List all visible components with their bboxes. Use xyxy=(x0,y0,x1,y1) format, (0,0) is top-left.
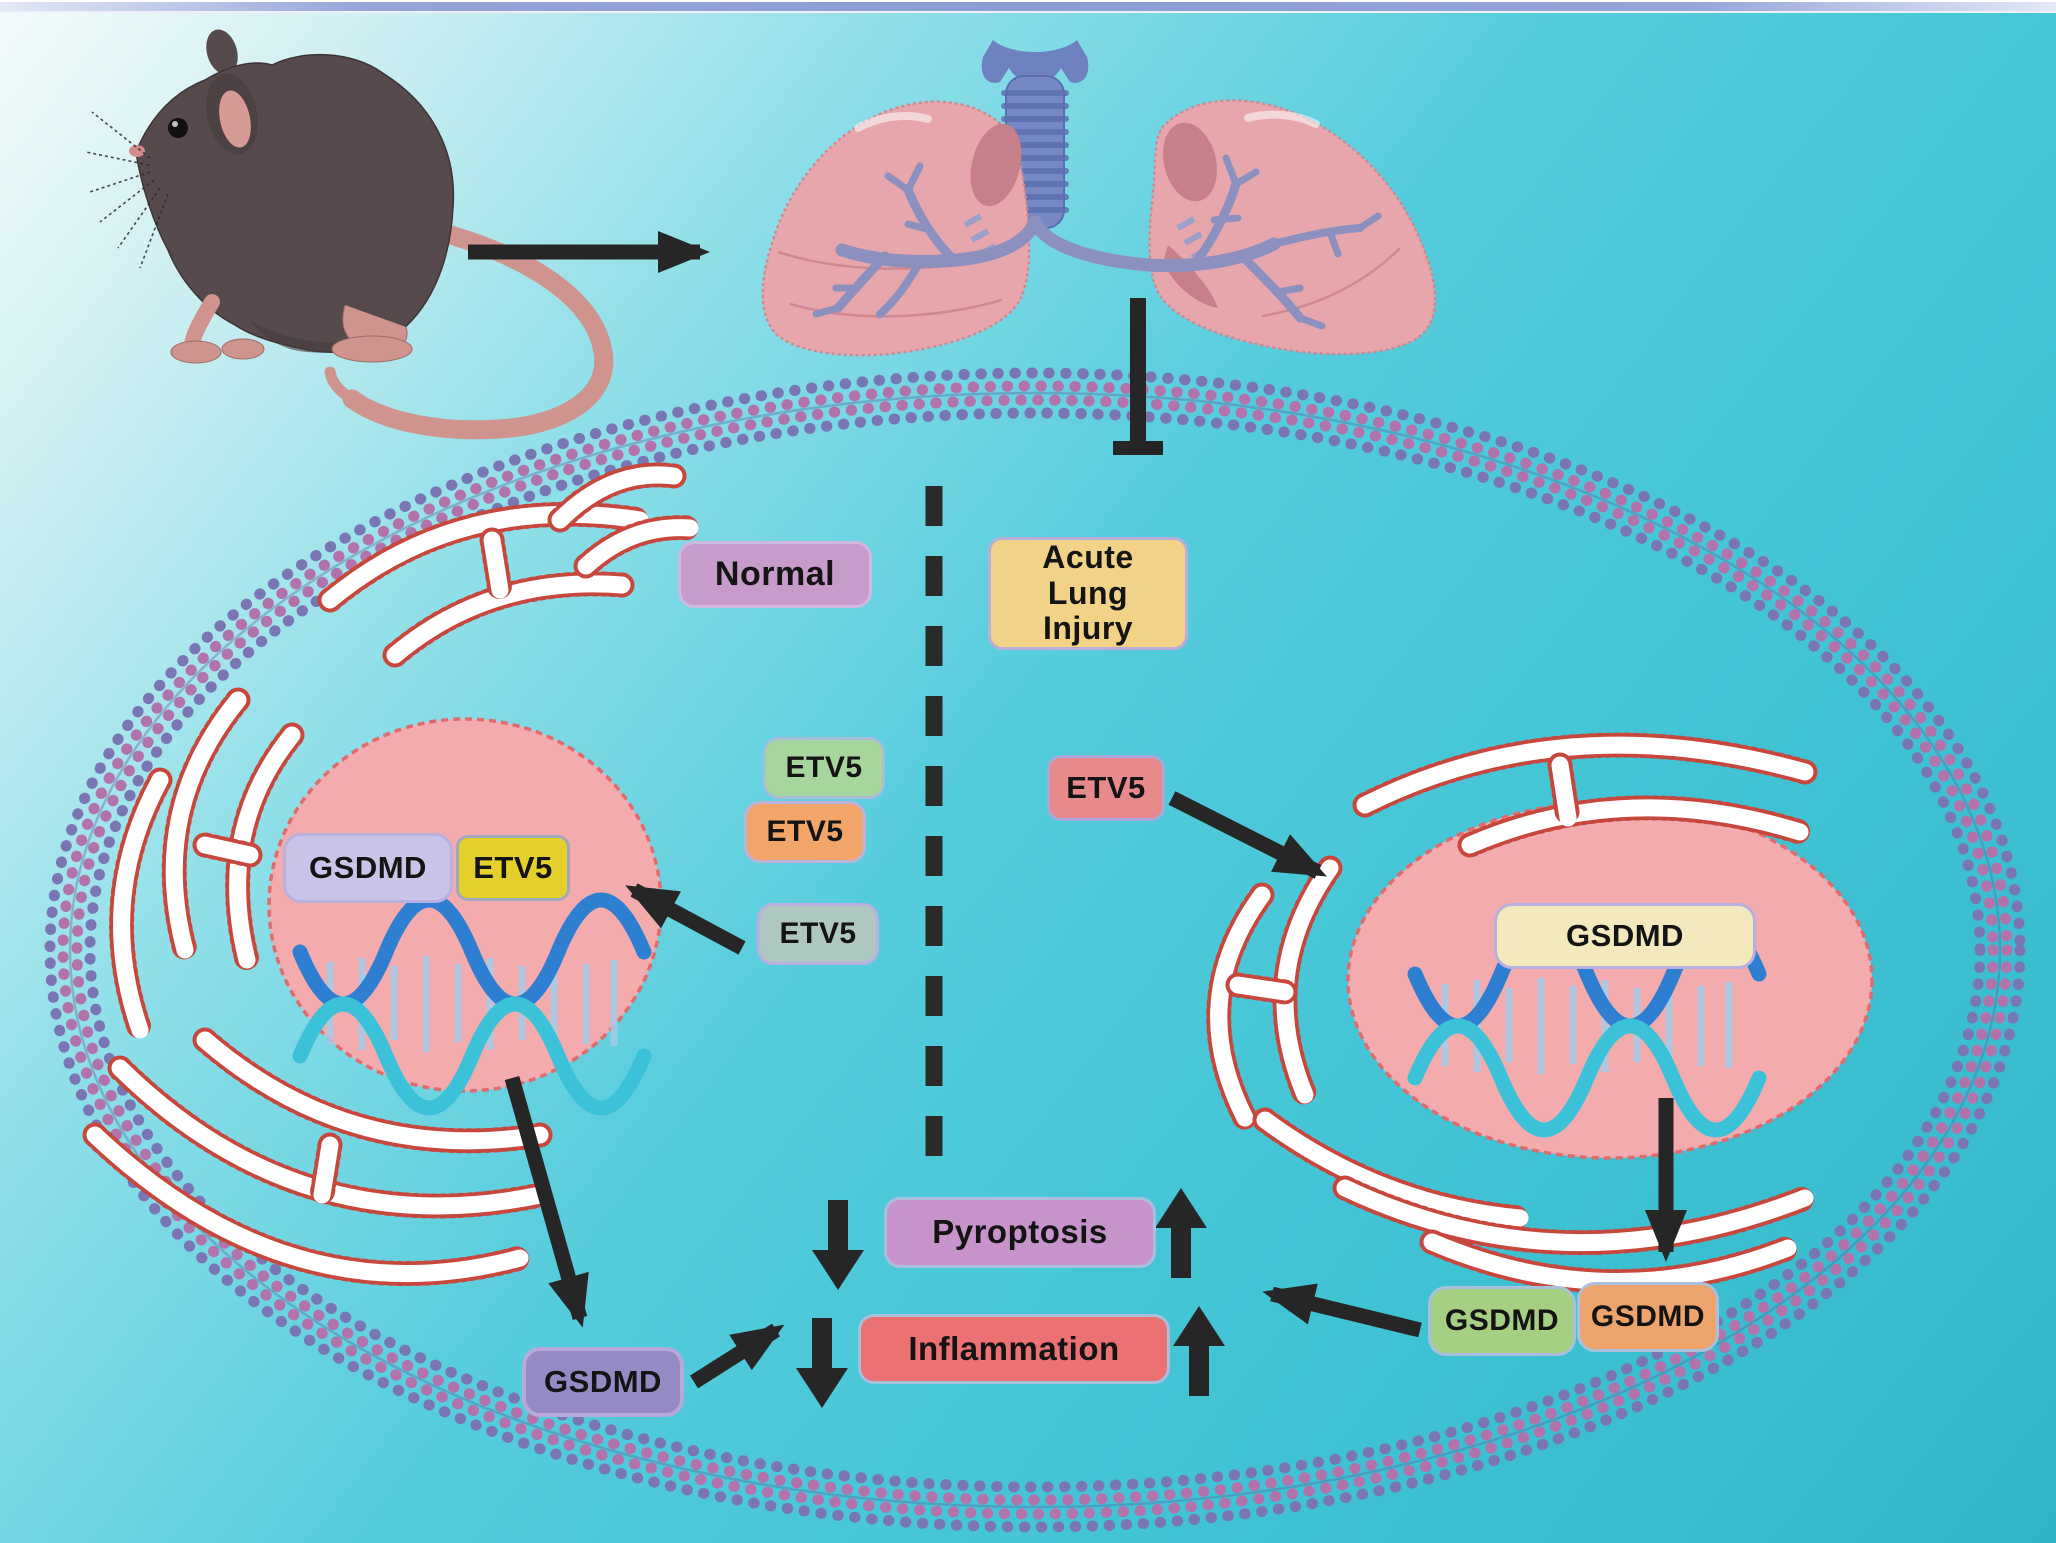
molecule-etv5-free-orange: ETV5 xyxy=(744,801,866,863)
molecule-etv5-free-green: ETV5 xyxy=(763,737,885,799)
mouse-tail xyxy=(342,222,614,440)
arrow-nucleus-left-to-gsdmd xyxy=(504,1075,589,1328)
bronchial-tree xyxy=(812,154,1382,330)
mouse-front-feet xyxy=(170,294,265,364)
endoplasmic-reticulum-right xyxy=(1206,732,1818,1294)
arrow-etv5-into-nucleus-left xyxy=(625,883,746,955)
left-lung xyxy=(761,100,1031,357)
down-arrow-pyroptosis xyxy=(812,1200,864,1290)
arrow-etv5-into-nucleus-right xyxy=(1168,791,1327,879)
molecule-etv5-nucleus-left: ETV5 xyxy=(456,835,570,901)
dna-helix-left xyxy=(292,892,652,1116)
molecule-etv5-free-gray: ETV5 xyxy=(757,903,879,965)
endoplasmic-reticulum-left xyxy=(82,462,703,1287)
arrow-gsdmd-right-to-outcomes xyxy=(1262,1283,1422,1338)
molecule-gsdmd-nucleus-left: GSDMD xyxy=(283,833,453,903)
molecule-etv5-injury: ETV5 xyxy=(1047,755,1165,821)
larynx xyxy=(981,40,1089,83)
mouse-hind-foot xyxy=(331,304,413,363)
mouse-ear-tip xyxy=(206,29,238,75)
mouse-body xyxy=(135,53,455,353)
molecule-gsdmd-cyto-left: GSDMD xyxy=(522,1347,684,1417)
outcome-inflammation: Inflammation xyxy=(858,1314,1170,1384)
lungs-illustration xyxy=(761,40,1437,357)
up-arrow-inflammation xyxy=(1173,1306,1225,1396)
arrow-gsdmd-left-to-outcomes xyxy=(689,1323,785,1389)
condition-label-acute-lung-injury: Acute Lung Injury xyxy=(988,537,1188,650)
molecule-gsdmd-cyto-orange: GSDMD xyxy=(1577,1282,1719,1352)
cell-membrane xyxy=(44,367,2026,1533)
mouse-nose xyxy=(129,145,145,157)
nucleus-right xyxy=(1346,800,1874,1160)
outcome-pyroptosis: Pyroptosis xyxy=(884,1197,1156,1268)
down-arrow-inflammation xyxy=(796,1318,848,1408)
mouse-eye xyxy=(168,118,188,138)
molecule-gsdmd-cyto-green: GSDMD xyxy=(1428,1286,1576,1356)
mouse-illustration xyxy=(85,29,614,440)
mouse-whiskers xyxy=(85,111,169,269)
right-lung xyxy=(1148,99,1437,356)
inhibition-bar xyxy=(1113,298,1163,455)
up-arrow-pyroptosis xyxy=(1155,1188,1207,1278)
molecule-gsdmd-nucleus-right: GSDMD xyxy=(1494,903,1756,969)
condition-label-normal: Normal xyxy=(678,541,872,608)
window-top-border xyxy=(0,0,2056,13)
